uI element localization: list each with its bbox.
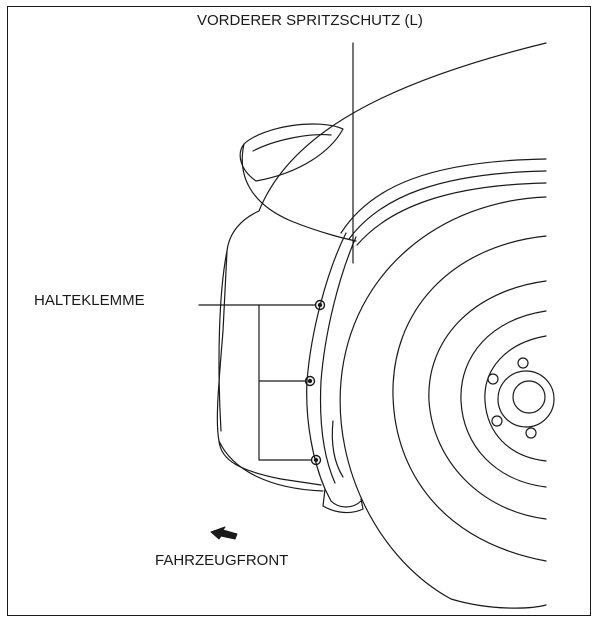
bumper-lower xyxy=(218,440,324,492)
arrow-left-icon xyxy=(210,526,238,540)
lug-nut-1 xyxy=(517,357,529,369)
lug-nut-4 xyxy=(525,427,537,439)
fender-arch-rim xyxy=(348,170,547,240)
tire-outer xyxy=(339,196,547,609)
wheel-hub xyxy=(497,370,555,428)
splash-guard-tab xyxy=(331,420,344,478)
fender-upper-line xyxy=(241,143,357,242)
bumper-edge xyxy=(218,250,228,432)
fender-arch-outer xyxy=(340,158,547,234)
tire-sidewall xyxy=(392,235,547,562)
bumper-outline xyxy=(216,210,322,486)
headlight-outline xyxy=(239,123,344,182)
diagram-frame xyxy=(7,6,591,616)
leader-clip-bracket xyxy=(258,304,312,461)
fender-illustration xyxy=(198,42,555,609)
retaining-clip-label: HALTEKLEMME xyxy=(34,292,145,309)
splash-guard-inner xyxy=(319,236,357,484)
splash-guard-outline xyxy=(306,232,362,508)
splash-guard-label: VORDERER SPRITZSCHUTZ (L) xyxy=(197,12,423,29)
wheel-ring-1 xyxy=(428,280,547,520)
wheel-ring-2 xyxy=(460,310,547,488)
splash-guard-flap xyxy=(322,488,364,514)
vehicle-front-label: FAHRZEUGFRONT xyxy=(155,552,289,569)
wheel-hub-center xyxy=(512,380,546,414)
headlight-inner xyxy=(252,134,332,152)
lug-nut-3 xyxy=(491,415,503,427)
hood-contour xyxy=(258,42,547,212)
wheel-ring-3 xyxy=(484,335,547,462)
lug-nut-2 xyxy=(487,373,499,385)
fender-arch-inner xyxy=(356,182,547,246)
